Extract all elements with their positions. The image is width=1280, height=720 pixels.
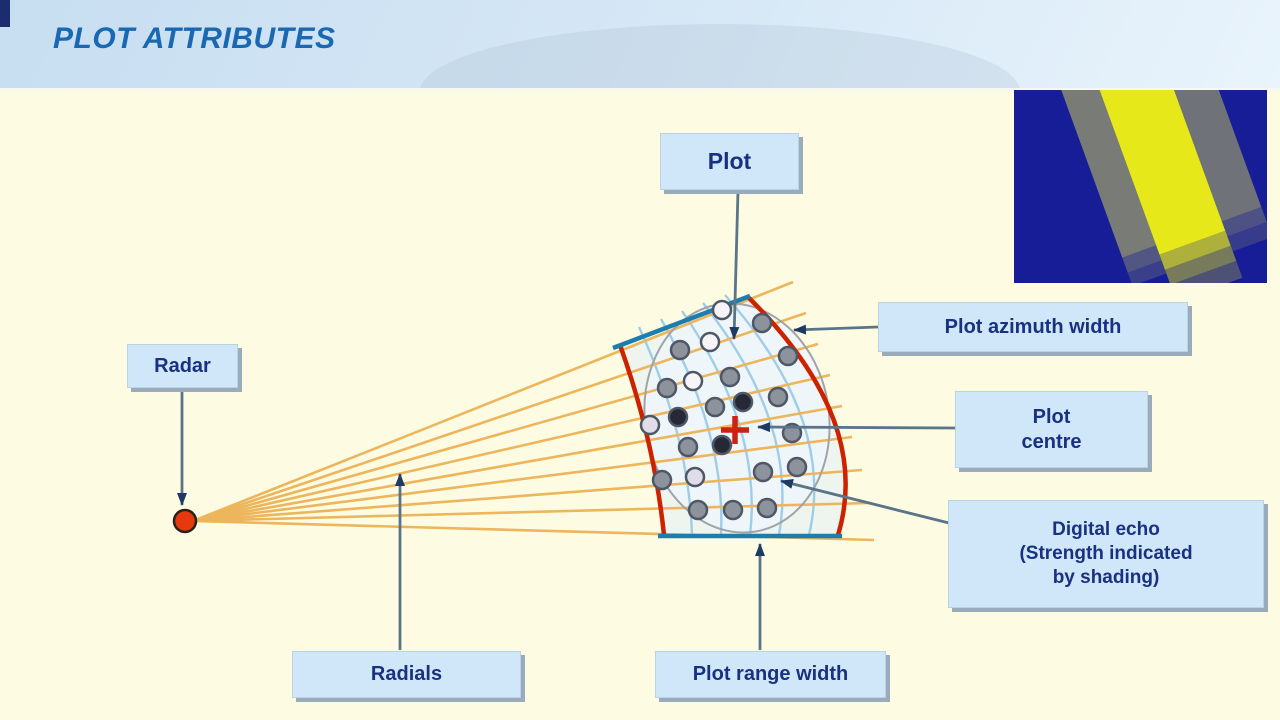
- digital-echo-dot-17: [786, 456, 808, 478]
- plot-connector: [729, 190, 740, 340]
- radar-dot: [172, 508, 198, 534]
- page-title: PLOT ATTRIBUTES: [53, 22, 336, 55]
- centre-label-line2: centre: [1021, 430, 1082, 453]
- radial-line-8: [192, 501, 870, 523]
- digital-echo-dot-1: [711, 299, 733, 321]
- radar-label-text: Radar: [154, 354, 211, 377]
- digital-echo-dot-22: [722, 499, 744, 521]
- plot-azimuth-width-label: Plot azimuth width: [878, 302, 1188, 352]
- azimuth-connector: [793, 324, 879, 335]
- radial-line-6: [192, 435, 853, 523]
- radials-label: Radials: [292, 651, 521, 698]
- digital-echo-dot-20: [651, 469, 673, 491]
- slide-header: [0, 0, 1280, 91]
- connector-lines: [177, 190, 956, 650]
- digital-echo-dot-11: [704, 396, 726, 418]
- echo-connector: [780, 479, 950, 525]
- digital-echo-dot-9: [767, 386, 789, 408]
- plot-centre-cross: [721, 416, 749, 444]
- plot-label: Plot: [660, 133, 799, 190]
- digital-echo-dot-8: [656, 377, 678, 399]
- digital-echo-dot-10: [732, 391, 754, 413]
- azimuth-label-text: Plot azimuth width: [944, 315, 1122, 338]
- centre-label-line1: Plot: [1032, 405, 1071, 428]
- range-label-text: Plot range width: [692, 663, 849, 685]
- digital-echo-dot-3: [699, 331, 721, 353]
- corner-accent: [0, 0, 10, 27]
- digital-echo-dot-6: [719, 366, 741, 388]
- echo-label-line1: Digital echo: [1052, 519, 1160, 541]
- digital-echo-dot-18: [752, 461, 774, 483]
- digital-echo-dot-16: [677, 436, 699, 458]
- plot-label-text: Plot: [707, 148, 752, 175]
- radar-plot-photo: [1014, 90, 1267, 283]
- digital-echo-dot-7: [682, 370, 704, 392]
- radial-line-7: [192, 468, 863, 523]
- range-arc-far: [746, 295, 848, 536]
- echo-label-line3: by shading): [1052, 566, 1160, 588]
- centre-connector: [757, 422, 956, 433]
- radial-line-1: [192, 280, 794, 523]
- digital-echo-dot-4: [669, 339, 691, 361]
- digital-echo-dot-2: [751, 312, 773, 334]
- range-arc-near: [617, 344, 667, 536]
- digital-echo-dot-12: [667, 406, 689, 428]
- digital-echo-dot-19: [684, 466, 706, 488]
- digital-echo-dot-5: [777, 345, 799, 367]
- digital-echo-dot-23: [756, 497, 778, 519]
- radial-line-3: [192, 342, 819, 523]
- echo-label-line2: (Strength indicated: [1019, 543, 1193, 565]
- radar-origin-dot: [172, 508, 198, 534]
- plot-range-width-label: Plot range width: [655, 651, 886, 698]
- radial-line-4: [192, 373, 831, 523]
- digital-echo-dot-13: [639, 414, 661, 436]
- plot-centre-label: Plot centre: [955, 391, 1148, 468]
- radar-label: Radar: [127, 344, 238, 388]
- digital-echo-dot-21: [687, 499, 709, 521]
- digital-echo-dot-15: [711, 434, 733, 456]
- radials-label-text: Radials: [370, 663, 443, 685]
- digital-echo-label: Digital echo (Strength indicated by shad…: [948, 500, 1264, 608]
- photo-beams: [1053, 90, 1267, 283]
- digital-echo-layer: [639, 299, 808, 521]
